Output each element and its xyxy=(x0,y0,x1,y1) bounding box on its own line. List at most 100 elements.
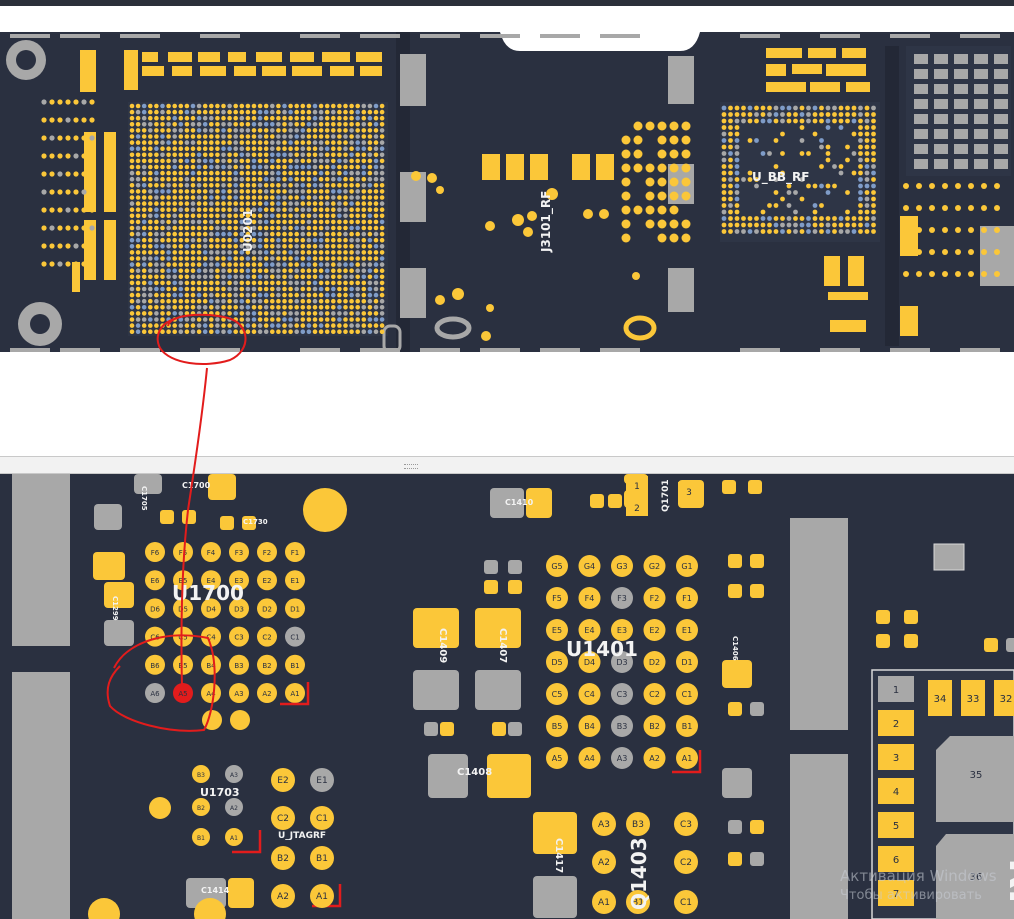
bga-ball xyxy=(306,207,312,212)
bga-ball xyxy=(209,329,214,335)
bga-ball xyxy=(367,250,373,255)
bga-ball xyxy=(288,237,293,243)
bga-ball xyxy=(747,118,753,124)
bga-ball xyxy=(373,292,379,298)
bga-ball xyxy=(257,317,263,322)
board-view-top[interactable]: U0201 J3101_RF U_BB_RF xyxy=(0,6,1014,456)
bga-ball xyxy=(196,298,202,304)
smd-pad xyxy=(590,494,604,508)
bga-ball xyxy=(324,274,330,280)
connector-pad xyxy=(530,154,548,180)
u1401-ball-label: G1 xyxy=(681,562,692,571)
label-u0201: U0201 xyxy=(241,209,255,252)
bga-ball xyxy=(263,207,269,212)
bga-ball xyxy=(379,225,385,231)
bga-ball xyxy=(373,207,379,212)
test-point xyxy=(527,211,537,221)
bga-ball xyxy=(337,305,342,310)
bga-ball xyxy=(312,244,318,249)
bga-ball xyxy=(196,231,202,237)
via-pad xyxy=(73,135,79,141)
u1401-ball-label: G4 xyxy=(584,562,595,571)
bga-ball xyxy=(129,298,135,304)
bga-ball xyxy=(767,216,772,221)
bga-ball xyxy=(160,219,165,225)
bga-ball xyxy=(754,229,759,234)
bga-ball xyxy=(184,140,190,145)
bga-ball xyxy=(318,298,324,304)
bga-ball xyxy=(721,112,727,117)
bga-ball xyxy=(845,222,850,228)
pad-block xyxy=(974,99,988,109)
bga-ball xyxy=(300,140,306,145)
smd-pad xyxy=(842,48,866,58)
bga-ball xyxy=(245,109,251,115)
bga-ball xyxy=(233,122,238,127)
bga-ball xyxy=(221,109,226,115)
u1700-ball xyxy=(285,570,305,591)
smd-pad xyxy=(228,52,246,62)
bga-ball xyxy=(209,268,214,274)
bga-ball xyxy=(871,131,876,137)
u1700-ball-label: B2 xyxy=(262,662,271,670)
bga-ball xyxy=(355,292,361,298)
bga-ball xyxy=(148,256,153,261)
pane-splitter[interactable] xyxy=(0,456,1014,474)
bga-ball xyxy=(257,213,263,219)
bga-ball xyxy=(294,237,300,243)
bga-ball xyxy=(141,176,147,182)
bga-ball xyxy=(160,207,165,212)
u1700-ball-label: D5 xyxy=(178,605,188,613)
bga-ball xyxy=(270,225,275,231)
bga-ball xyxy=(166,262,171,267)
bga-ball xyxy=(373,329,379,335)
bga-ball xyxy=(288,311,293,316)
u1700-ball-label: E3 xyxy=(235,577,244,585)
bga-ball xyxy=(129,256,135,261)
bga-ball xyxy=(355,128,361,133)
bga-ball xyxy=(178,305,184,310)
smd-pad xyxy=(484,560,498,574)
bga-ball xyxy=(245,128,251,133)
bga-ball xyxy=(337,274,342,280)
bga-ball xyxy=(832,222,837,228)
bga-ball xyxy=(209,128,214,133)
q1403-pin xyxy=(674,850,698,874)
u1700-ball-label: E2 xyxy=(263,577,272,585)
bga-ball xyxy=(864,125,870,130)
bga-ball xyxy=(306,317,312,322)
bga-ball xyxy=(251,146,257,151)
u1700-ball-label: D6 xyxy=(150,605,160,613)
bga-ball xyxy=(190,305,196,310)
bga-ball xyxy=(373,268,379,274)
bga-ball xyxy=(324,134,330,139)
bga-ball xyxy=(276,201,281,206)
bga-ball xyxy=(245,305,251,310)
bga-ball xyxy=(202,152,208,158)
bga-ball xyxy=(184,103,190,109)
bga-ball xyxy=(196,256,202,261)
bga-ball xyxy=(276,280,281,286)
bga-ball xyxy=(184,115,190,121)
bga-ball xyxy=(734,183,740,189)
bga-ball xyxy=(221,128,226,133)
bga-ball xyxy=(129,146,135,151)
u1700-ball xyxy=(229,570,249,591)
via-pad xyxy=(41,135,47,141)
splitter-grip-icon[interactable] xyxy=(404,464,418,469)
bga-ball xyxy=(154,170,159,176)
bga-ball xyxy=(355,189,361,194)
u1700-ball-label: A1 xyxy=(290,690,299,698)
bga-ball xyxy=(318,183,324,188)
bga-ball xyxy=(728,105,733,111)
bga-ball xyxy=(135,213,141,219)
bga-ball xyxy=(355,262,361,267)
bga-ball xyxy=(754,138,759,143)
bga-ball xyxy=(343,176,348,182)
bga-ball xyxy=(379,152,385,158)
bga-ball xyxy=(621,149,631,159)
bga-ball xyxy=(263,262,269,267)
jtag-pin-label: E1 xyxy=(316,776,327,786)
bga-ball xyxy=(373,176,379,182)
